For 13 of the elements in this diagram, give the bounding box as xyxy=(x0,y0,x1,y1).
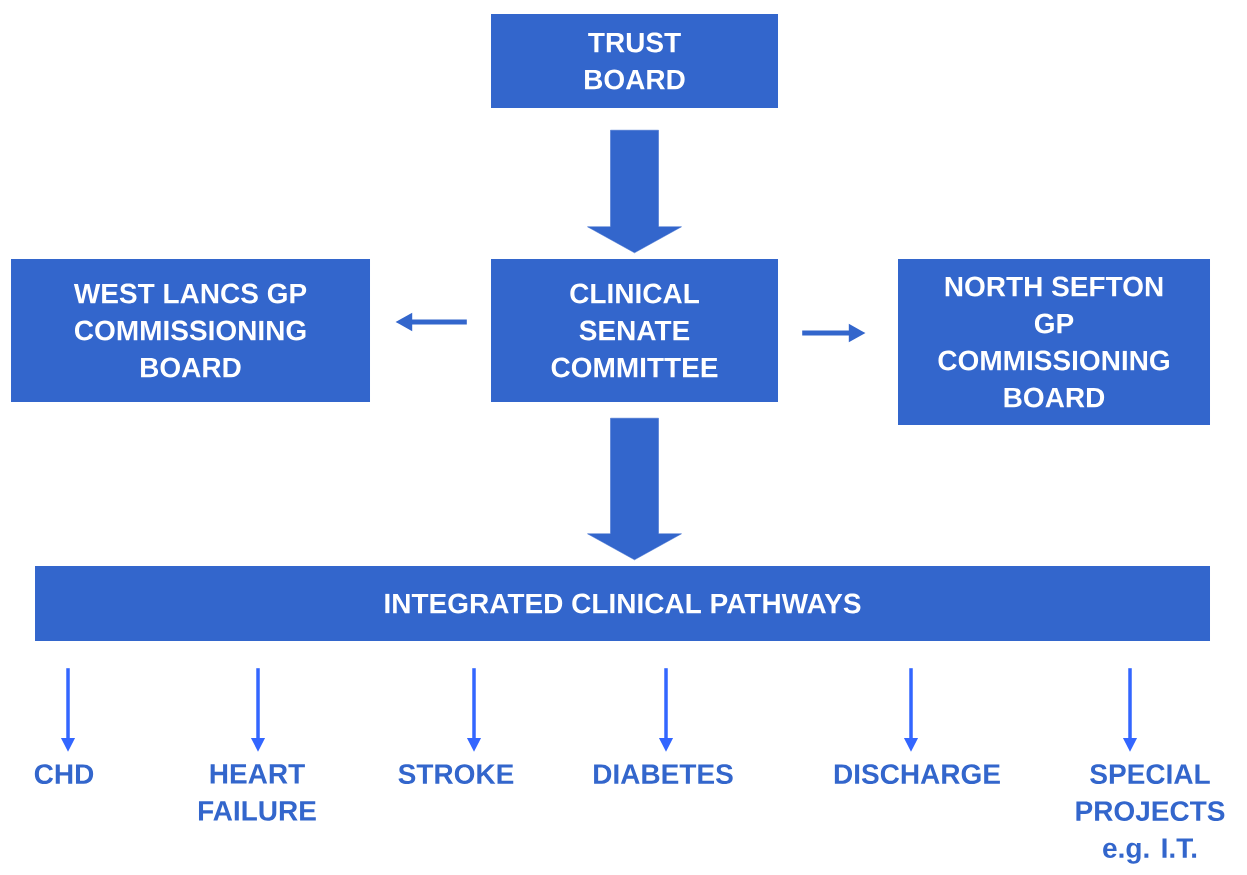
org-box: INTEGRATED CLINICAL PATHWAYS xyxy=(35,566,1210,641)
pathway-label: CHD xyxy=(34,764,94,784)
pathway-label: DIABETES xyxy=(594,764,733,784)
pathway-label: DISCHARGE xyxy=(834,764,1000,784)
org-box: TRUST BOARD xyxy=(491,14,778,108)
org-box: WEST LANCS GP COMMISSIONING BOARD xyxy=(11,259,370,402)
pathway-label: HEART FAILURE xyxy=(199,764,316,821)
pathway-label: SPECIAL PROJECTS e.g. I.T. xyxy=(1076,764,1225,864)
block-arrow xyxy=(587,417,682,561)
pathway-label: STROKE xyxy=(398,764,514,784)
org-box: NORTH SEFTON GP COMMISSIONING BOARD xyxy=(898,259,1210,425)
block-arrow xyxy=(587,129,682,254)
org-box: CLINICAL SENATE COMMITTEE xyxy=(491,259,778,402)
